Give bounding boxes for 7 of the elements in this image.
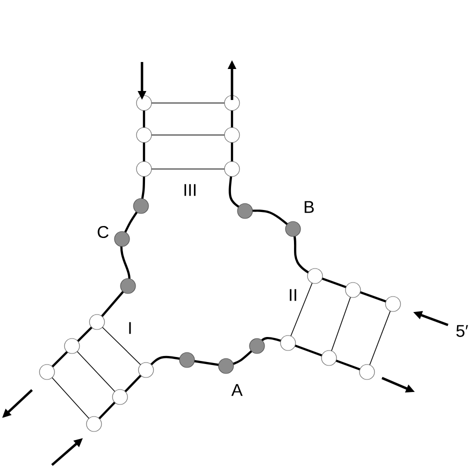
stem-label: II	[290, 289, 296, 301]
stem-label: I	[129, 322, 131, 334]
loop-label: A	[231, 384, 243, 396]
stem-label: III	[184, 184, 196, 196]
loop-label: C	[98, 226, 108, 238]
end-label: 5′	[456, 325, 468, 337]
loop-label: B	[304, 201, 314, 213]
